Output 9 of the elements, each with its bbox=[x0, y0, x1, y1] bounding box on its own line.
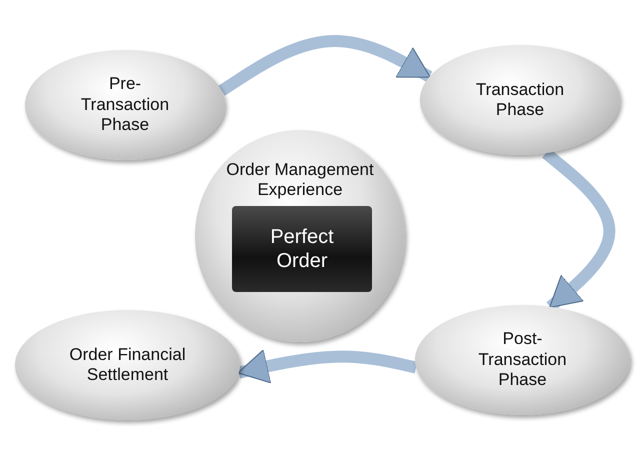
node-label: Transaction Phase bbox=[474, 80, 566, 120]
node-label: Order Management Experience bbox=[225, 160, 375, 201]
curved-arrow bbox=[237, 349, 418, 384]
node-label: Post- Transaction Phase bbox=[477, 329, 568, 391]
node-label: Order Financial Settlement bbox=[68, 344, 187, 386]
highlight-box bbox=[232, 206, 372, 292]
node-label: Pre- Transaction Phase bbox=[80, 74, 170, 136]
node-label: Perfect Order bbox=[269, 225, 335, 273]
curved-arrow bbox=[218, 35, 432, 96]
